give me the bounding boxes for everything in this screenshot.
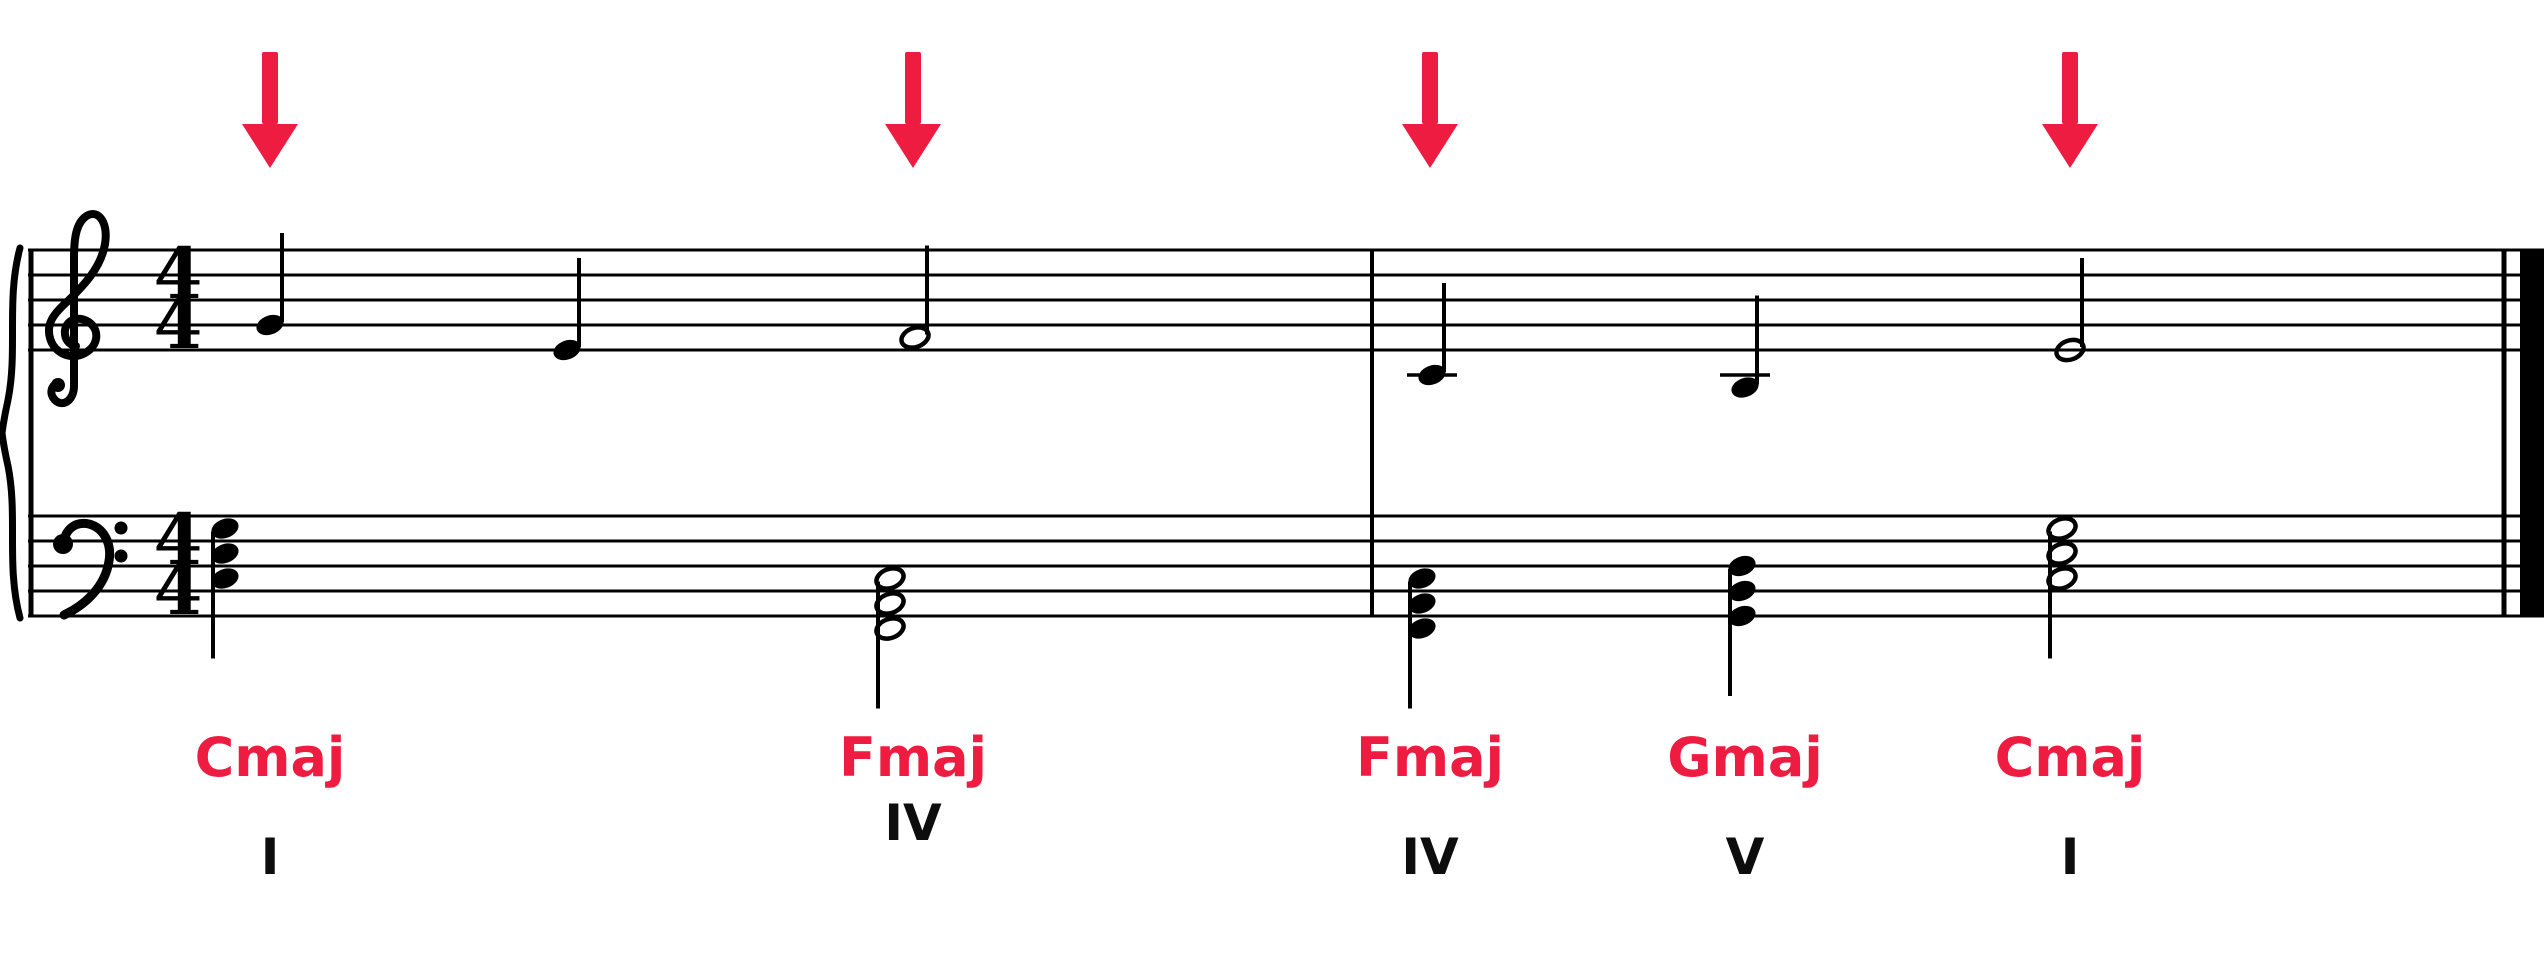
melody-note: [256, 233, 284, 336]
note-head: [1418, 364, 1446, 386]
bass-clef-icon: [53, 518, 128, 620]
note-head: [1408, 568, 1436, 589]
roman-numeral: IV: [884, 794, 942, 852]
chord-label: Cmaj: [194, 726, 346, 789]
note-head: [1408, 593, 1436, 614]
note-head: [211, 568, 239, 589]
bass-timesig-top: 4: [154, 498, 203, 581]
treble-timesig-top: 4: [154, 232, 203, 315]
note-head: [1728, 605, 1756, 627]
melody-note: [2054, 258, 2086, 363]
roman-numeral: I: [260, 828, 280, 886]
note-head: [1408, 618, 1436, 639]
arrow-shaft: [1422, 52, 1438, 124]
roman-numeral: IV: [1401, 828, 1459, 886]
note-head: [256, 314, 284, 336]
note-head: [1728, 555, 1756, 577]
bass-chord: [1728, 555, 1756, 696]
arrow-shaft: [262, 52, 278, 124]
staff-lines: [28, 248, 2544, 618]
bass-timesig-bottom: 4: [154, 548, 203, 631]
treble-timesig-bottom: 4: [154, 282, 203, 365]
note-head: [211, 518, 239, 539]
arrow-head: [1402, 124, 1458, 168]
system-brace: [0, 244, 24, 622]
bass-chord: [2046, 516, 2078, 659]
down-arrow-icon: [2042, 52, 2098, 168]
melody-note: [1407, 283, 1457, 386]
roman-numeral: V: [1725, 828, 1765, 886]
chord-label: Cmaj: [1994, 726, 2146, 789]
barlines: [28, 248, 2544, 618]
arrow-head: [242, 124, 298, 168]
treble-clef-icon: [45, 210, 110, 408]
arrow-head: [885, 124, 941, 168]
arrow-shaft: [2062, 52, 2078, 124]
melody-note: [899, 245, 931, 350]
note-head: [553, 339, 581, 361]
arrow-head: [2042, 124, 2098, 168]
note-head: [211, 543, 239, 564]
down-arrow-icon: [242, 52, 298, 168]
note-head: [1731, 377, 1759, 398]
notes-layer: [211, 233, 2086, 709]
arrow-shaft: [905, 52, 921, 124]
bass-chord: [1408, 568, 1436, 709]
melody-note: [1720, 295, 1770, 398]
down-arrow-icon: [1402, 52, 1458, 168]
final-barline-thick: [2520, 248, 2544, 618]
note-head: [1728, 580, 1756, 602]
chord-label: Gmaj: [1667, 726, 1823, 789]
roman-numeral: I: [2060, 828, 2080, 886]
down-arrow-icon: [885, 52, 941, 168]
melody-note: [553, 258, 581, 361]
chord-label: Fmaj: [1355, 726, 1505, 789]
bass-chord: [211, 518, 239, 659]
bass-chord: [874, 566, 906, 709]
chord-label: Fmaj: [838, 726, 988, 789]
